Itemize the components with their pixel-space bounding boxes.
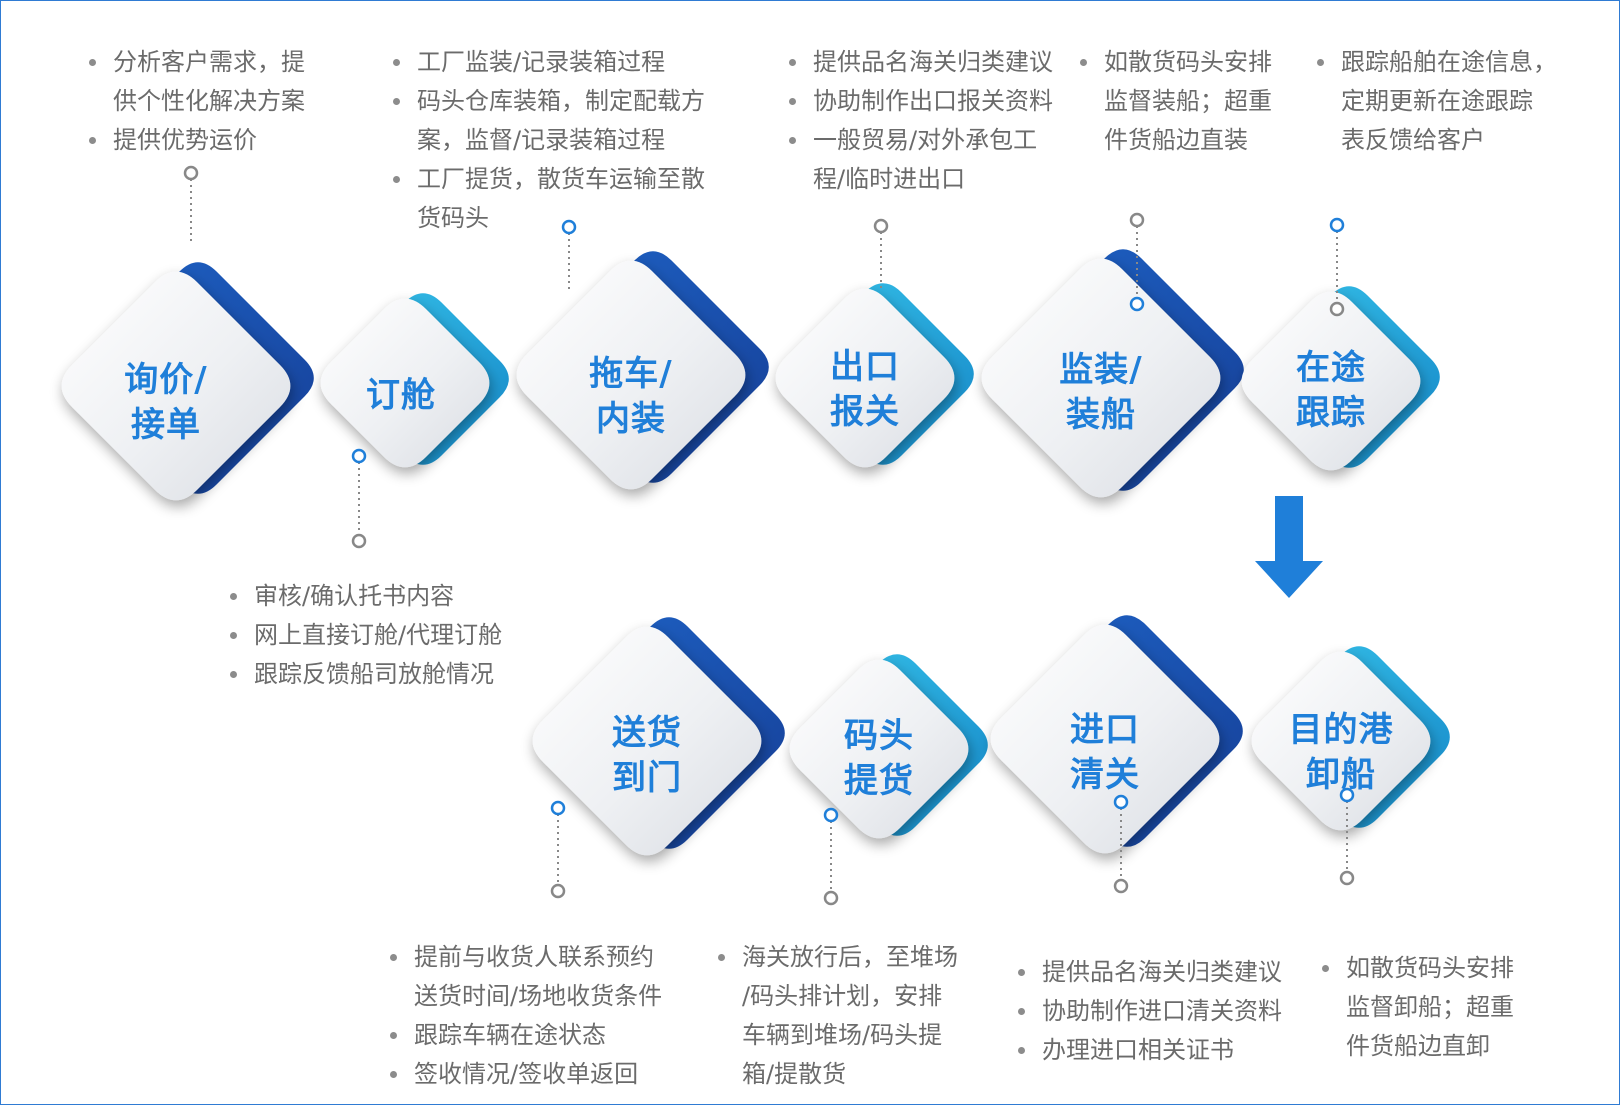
- connector-dot: [1129, 212, 1145, 228]
- step-label-booking: 订舱: [366, 375, 436, 416]
- note-item: 工厂提货，散货车运输至散货码头: [390, 160, 735, 238]
- step-label-export-customs: 出口报关: [830, 347, 900, 432]
- note-item: 跟踪反馈船司放舱情况: [227, 655, 547, 694]
- notes-booking: 审核/确认托书内容 网上直接订舱/代理订舱 跟踪反馈船司放舱情况: [227, 577, 547, 694]
- connector-dot: [823, 890, 839, 906]
- step-label-terminal-pickup: 码头提货: [844, 716, 914, 801]
- connector-export-customs: [873, 218, 889, 291]
- connector-import-clearance: [1113, 794, 1129, 894]
- step-label-import-clearance: 进口清关: [1070, 710, 1140, 795]
- note-item: 网上直接订舱/代理订舱: [227, 616, 547, 655]
- step-node-destination-unloading: [1251, 646, 1450, 831]
- connector-loading: [1129, 212, 1145, 312]
- step-label-tracking: 在途跟踪: [1296, 348, 1366, 433]
- step-face-booking: [320, 298, 490, 468]
- step-label-door-delivery: 送货到门: [612, 713, 682, 798]
- down-arrow-icon: [1255, 496, 1323, 598]
- connector-dot: [873, 218, 889, 234]
- note-item: 分析客户需求，提供个性化解决方案: [86, 43, 346, 121]
- step-face-inquiry: [61, 271, 291, 501]
- notes-door-delivery: 提前与收货人联系预约送货时间/场地收货条件 跟踪车辆在途状态 签收情况/签收单返…: [387, 938, 707, 1094]
- connector-dot: [823, 807, 839, 823]
- step-node-loading: [981, 249, 1244, 498]
- connector-terminal-pickup: [823, 807, 839, 906]
- connector-dot: [1113, 794, 1129, 810]
- step-face-import-clearance: [990, 624, 1220, 854]
- connector-trucking: [561, 219, 577, 291]
- note-item: 提供优势运价: [86, 121, 346, 160]
- note-item: 办理进口相关证书: [1015, 1031, 1315, 1070]
- step-face-door-delivery: [532, 626, 762, 856]
- step-node-export-customs: [775, 283, 974, 468]
- notes-loading: 如散货码头安排监督装船；超重件货船边直装: [1077, 43, 1317, 160]
- connector-door-delivery: [550, 800, 566, 899]
- connector-inquiry: [183, 165, 199, 241]
- connector-dot: [1113, 878, 1129, 894]
- note-item: 跟踪船舶在途信息，定期更新在途跟踪表反馈给客户: [1314, 43, 1604, 160]
- notes-import-clearance: 提供品名海关归类建议 协助制作进口清关资料 办理进口相关证书: [1015, 953, 1315, 1070]
- note-item: 跟踪车辆在途状态: [387, 1016, 707, 1055]
- connector-dot: [1339, 787, 1355, 803]
- note-item: 审核/确认托书内容: [227, 577, 547, 616]
- notes-inquiry: 分析客户需求，提供个性化解决方案 提供优势运价: [86, 43, 346, 160]
- note-item: 如散货码头安排监督装船；超重件货船边直装: [1077, 43, 1317, 160]
- note-item: 签收情况/签收单返回: [387, 1055, 707, 1094]
- step-face-terminal-pickup: [789, 659, 969, 839]
- notes-export-customs: 提供品名海关归类建议 协助制作出口报关资料 一般贸易/对外承包工程/临时进出口: [786, 43, 1086, 199]
- step-face-export-customs: [775, 288, 955, 468]
- step-node-booking: [320, 293, 509, 468]
- note-item: 一般贸易/对外承包工程/临时进出口: [786, 121, 1086, 199]
- notes-destination-unloading: 如散货码头安排监督卸船；超重件货船边直卸: [1319, 949, 1599, 1066]
- step-label-loading: 监装/装船: [1059, 350, 1143, 435]
- note-item: 提供品名海关归类建议: [1015, 953, 1315, 992]
- notes-tracking: 跟踪船舶在途信息，定期更新在途跟踪表反馈给客户: [1314, 43, 1604, 160]
- note-item: 提供品名海关归类建议: [786, 43, 1086, 82]
- notes-trucking: 工厂监装/记录装箱过程 码头仓库装箱，制定配载方案，监督/记录装箱过程 工厂提货…: [390, 43, 735, 238]
- connector-dot: [550, 883, 566, 899]
- connector-dot: [550, 800, 566, 816]
- connector-dot: [1129, 296, 1145, 312]
- note-item: 如散货码头安排监督卸船；超重件货船边直卸: [1319, 949, 1599, 1066]
- note-item: 海关放行后，至堆场/码头排计划，安排车辆到堆场/码头提箱/提散货: [715, 938, 985, 1094]
- note-item: 码头仓库装箱，制定配载方案，监督/记录装箱过程: [390, 82, 735, 160]
- connector-dot: [1329, 217, 1345, 233]
- step-face-trucking: [516, 260, 746, 490]
- step-node-door-delivery: [532, 617, 785, 856]
- step-face-loading: [981, 258, 1221, 498]
- note-item: 协助制作进口清关资料: [1015, 992, 1315, 1031]
- note-item: 协助制作出口报关资料: [786, 82, 1086, 121]
- connector-booking: [351, 448, 367, 549]
- step-node-import-clearance: [990, 615, 1243, 854]
- connector-dot: [561, 219, 577, 235]
- note-item: 提前与收货人联系预约送货时间/场地收货条件: [387, 938, 707, 1016]
- step-label-inquiry: 询价/接单: [124, 360, 208, 445]
- connector-destination-unloading: [1339, 787, 1355, 886]
- note-item: 工厂监装/记录装箱过程: [390, 43, 735, 82]
- step-node-inquiry: [61, 262, 314, 501]
- notes-terminal-pickup: 海关放行后，至堆场/码头排计划，安排车辆到堆场/码头提箱/提散货: [715, 938, 985, 1094]
- connector-dot: [1339, 870, 1355, 886]
- step-face-tracking: [1241, 291, 1421, 471]
- connector-dot: [1329, 301, 1345, 317]
- step-face-destination-unloading: [1251, 651, 1431, 831]
- step-node-terminal-pickup: [789, 654, 988, 839]
- step-label-destination-unloading: 目的港卸船: [1288, 710, 1394, 795]
- step-label-trucking: 拖车/内装: [589, 354, 673, 439]
- step-node-tracking: [1241, 286, 1440, 471]
- connector-dot: [351, 448, 367, 464]
- connector-dot: [183, 165, 199, 181]
- connector-dot: [351, 533, 367, 549]
- step-node-trucking: [516, 251, 769, 490]
- connector-tracking: [1329, 217, 1345, 317]
